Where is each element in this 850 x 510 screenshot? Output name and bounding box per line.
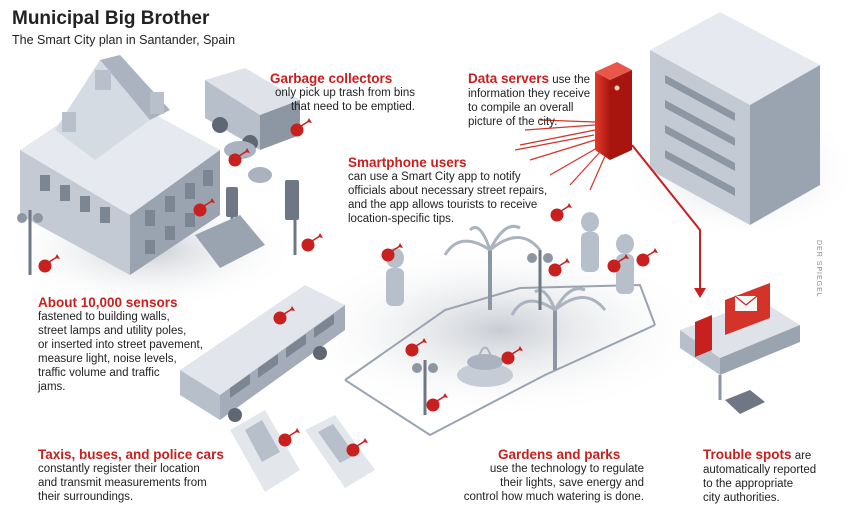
page-subtitle: The Smart City plan in Santander, Spain [12, 33, 236, 47]
signal-lines [514, 119, 606, 191]
callout-line: automatically reported [703, 464, 817, 476]
report-arrow [631, 144, 706, 298]
callout-line: and transmit measurements from [38, 477, 207, 489]
office-building [650, 12, 820, 225]
callout-line: their surroundings. [38, 491, 134, 503]
fountain-icon [457, 346, 513, 387]
callout-trouble-spots: Trouble spots are automatically reported… [703, 448, 843, 505]
credit-label: DER SPIEGEL [815, 240, 822, 298]
callout-line: their lights, save energy and [500, 477, 644, 489]
callout-line: city authorities. [703, 492, 780, 504]
callout-smartphone-users: Smartphone users can use a Smart City ap… [348, 156, 578, 226]
callout-heading: Trouble spots [703, 447, 792, 462]
traffic-light-icon [195, 180, 299, 268]
street-lamp-icon [412, 250, 553, 415]
callout-line: street lamps and utility poles, [38, 325, 187, 337]
callout-line: to compile an overall [468, 102, 574, 114]
callout-line: that need to be emptied. [290, 101, 415, 113]
callout-gardens-parks: Gardens and parks use the technology to … [452, 448, 644, 504]
callout-taxis-buses: Taxis, buses, and police cars constantly… [38, 448, 238, 504]
callout-line: traffic volume and traffic [38, 367, 160, 379]
callout-heading: About 10,000 sensors [38, 295, 178, 310]
car-icon [230, 410, 375, 492]
callout-heading: Taxis, buses, and police cars [38, 447, 224, 462]
callout-line: fastened to building walls, [38, 311, 170, 323]
callout-line: picture of the city. [468, 116, 558, 128]
callout-heading: Data servers [468, 71, 550, 86]
callout-data-servers: Data servers use the information they re… [468, 72, 608, 129]
callout-heading: Smartphone users [348, 155, 467, 170]
callout-line: jams. [38, 381, 66, 393]
callout-heading: Garbage collectors [270, 71, 393, 86]
callout-line: measure light, noise levels, [38, 353, 177, 365]
page-title: Municipal Big Brother [12, 8, 210, 29]
street-lamp-icon [17, 210, 43, 275]
callout-sensors: About 10,000 sensors fastened to buildin… [38, 296, 248, 394]
callout-line: location-specific tips. [348, 213, 455, 225]
callout-line: control how much watering is done. [463, 491, 644, 503]
callout-line: are [791, 450, 812, 462]
callout-line: information they receive [468, 88, 591, 100]
callout-line: officials about necessary street repairs… [348, 185, 548, 197]
garbage-truck [205, 68, 300, 183]
callout-line: use the [549, 74, 590, 86]
data-server-icon [595, 62, 632, 160]
callout-line: use the technology to regulate [489, 463, 644, 475]
callout-garbage-collectors: Garbage collectors only pick up trash fr… [240, 72, 415, 114]
city-hall-building [20, 55, 220, 275]
callout-line: or inserted into street pavement, [38, 339, 203, 351]
callout-line: and the app allows tourists to receive [348, 199, 538, 211]
callout-line: constantly register their location [38, 463, 200, 475]
bus-icon [180, 285, 345, 422]
desk-computer [680, 283, 800, 414]
callout-heading: Gardens and parks [498, 447, 621, 462]
callout-line: only pick up trash from bins [275, 87, 415, 99]
callout-line: to the appropriate [703, 478, 794, 490]
park-fence [344, 283, 656, 437]
palm-tree-icon [443, 224, 607, 370]
email-alert-icon [734, 295, 758, 311]
callout-line: can use a Smart City app to notify [348, 171, 521, 183]
